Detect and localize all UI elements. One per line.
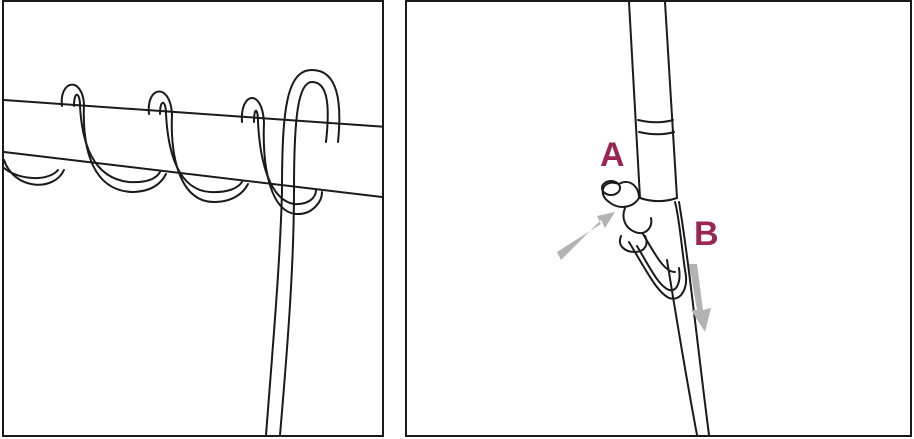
rope-final-loop bbox=[293, 81, 329, 191]
rope-hitch bbox=[601, 181, 640, 208]
rope-loop bbox=[642, 233, 676, 273]
rope-hitch-illustration bbox=[557, 2, 711, 435]
rope-coil bbox=[73, 93, 161, 184]
rope-coil bbox=[159, 101, 243, 194]
pole-band bbox=[638, 131, 675, 136]
rope-free-end bbox=[279, 189, 295, 435]
hitch-knob bbox=[601, 180, 621, 196]
arrow-pointing-down-icon bbox=[689, 264, 711, 332]
rod-top-edge bbox=[4, 99, 382, 128]
rod-bottom-edge bbox=[4, 151, 382, 198]
rope-standing-part bbox=[678, 201, 710, 435]
rope-final-loop bbox=[281, 69, 341, 193]
rope-loop bbox=[628, 201, 687, 300]
rope-loop bbox=[636, 245, 681, 292]
rope-hitch bbox=[622, 207, 653, 234]
pole-bottom bbox=[639, 197, 678, 202]
rope-wrap-illustration bbox=[4, 69, 382, 435]
rod-underside-loop bbox=[4, 159, 65, 186]
pole-band bbox=[637, 119, 674, 124]
rope-coil bbox=[147, 90, 249, 203]
left-illustration-panel bbox=[2, 0, 384, 437]
callout-label-b: B bbox=[694, 215, 719, 253]
rod-underside-loop bbox=[4, 167, 59, 180]
rope-hitch bbox=[618, 180, 640, 199]
callout-label-a: A bbox=[600, 136, 625, 174]
right-illustration-panel: A B bbox=[405, 0, 912, 437]
rope-coil bbox=[253, 109, 317, 206]
pole-right-edge bbox=[664, 2, 678, 199]
rope-free-end bbox=[265, 191, 283, 435]
rope-standing-part bbox=[666, 259, 698, 435]
rope-coil bbox=[60, 83, 167, 193]
arrow-pointing-up-right-icon bbox=[557, 212, 615, 260]
pole-left-edge bbox=[628, 2, 641, 199]
